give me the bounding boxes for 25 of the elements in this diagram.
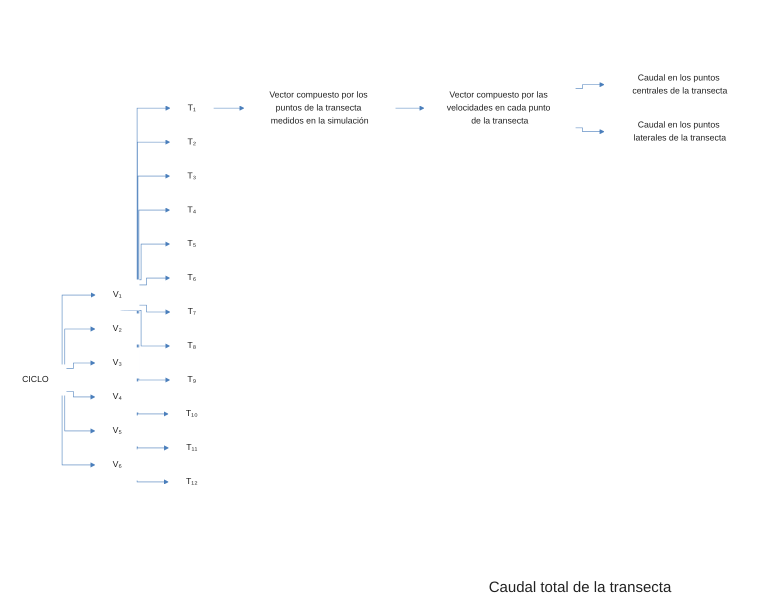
arrow [66,360,96,369]
arrow [575,128,605,134]
arrow [575,82,605,89]
node-text: T₆ [187,272,196,283]
arrow [138,275,170,286]
node-text: T₁₁ [186,442,198,452]
arrow [213,106,244,111]
node-text: T₃ [187,170,196,181]
node-text: T₉ [187,374,196,384]
node-text: T₅ [187,238,196,249]
note-text: Caudal total de la transecta [488,578,672,596]
node-text: Vector compuesto por los puntos de la transecta medidos en la simulación [269,90,369,126]
node-text: T₈ [187,340,196,350]
arrow [394,106,424,111]
node-text: Vector compuesto por las velocidades en cada punto de la transecta [446,90,550,126]
node-text: T₇ [188,306,196,317]
node-text: Caudal en los puntos laterales de la transecta [634,120,726,143]
arrow [138,304,170,315]
node-text: Caudal en los puntos centrales de la transecta [632,72,728,96]
node-text: T₄ [187,204,196,215]
arrow [66,391,96,400]
node-text: T₁₀ [186,408,198,418]
node-text: T₂ [187,136,196,147]
node-text: T₁ [188,102,196,113]
node-text: T₁₂ [186,476,198,486]
